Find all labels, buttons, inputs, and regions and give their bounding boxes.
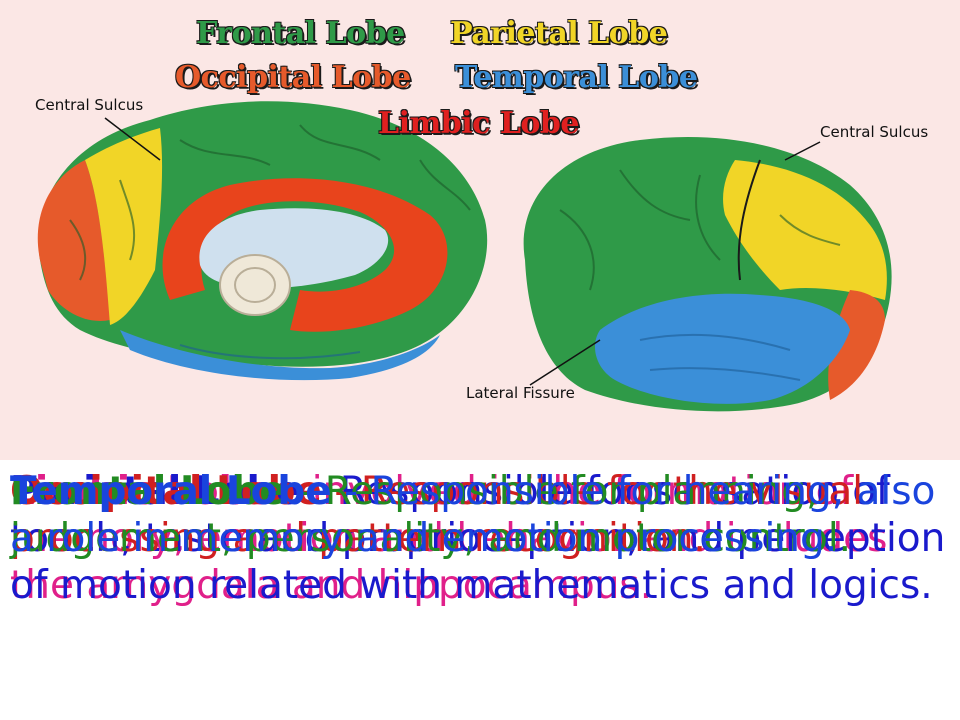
caption-frontal: Frontal Lobe - Responsible for planning,…: [10, 468, 955, 562]
caption-text: - Responsible for hearing, also a role i…: [10, 469, 936, 561]
lateral-fissure-label: Lateral Fissure: [466, 384, 575, 402]
caption-term: Parietal Lobe: [10, 469, 301, 514]
caption-temporal: Temporal Lobe - Responsible for hearing,…: [10, 468, 955, 562]
legend-temporal-lobe: Temporal Lobe: [455, 60, 698, 95]
caption-text: - involved in the formation of memory, e…: [10, 469, 888, 608]
central-sulcus-label-right: Central Sulcus: [820, 123, 929, 141]
brain-illustration: [37, 101, 892, 412]
caption-term: Occipital Lobe: [10, 469, 322, 514]
legend-parietal-lobe: Parietal Lobe: [450, 16, 668, 51]
caption-term: Frontal Lobe: [10, 469, 286, 514]
caption-parietal: Parietal Lobe - Responsible for sensatio…: [10, 468, 955, 609]
medial-brain-view: [37, 101, 488, 381]
caption-term: Limbic Lobe: [10, 469, 273, 514]
legend-occipital-lobe: Occipital Lobe: [175, 60, 411, 95]
central-sulcus-label-left: Central Sulcus: [35, 96, 144, 114]
caption-term: Temporal Lobe: [10, 469, 332, 514]
legend-limbic-lobe: Limbic Lobe: [378, 106, 579, 141]
lateral-brain-view: [523, 137, 892, 412]
caption-limbic: Limbic Lobe - involved in the formation …: [10, 468, 955, 609]
legend-frontal-lobe: Frontal Lobe: [196, 16, 405, 51]
caption-text: - Responsible for planning, judgement, p…: [10, 469, 852, 561]
brain-lobes-figure: Frontal Lobe Parietal Lobe Occipital Lob…: [0, 0, 960, 460]
caption-text: - Responsible for sensation of touch, ta…: [10, 469, 946, 608]
caption-occipital: Occipital Lobe - Responsible for the vis…: [10, 468, 955, 562]
caption-text: - Responsible for the visual processing …: [10, 469, 864, 561]
